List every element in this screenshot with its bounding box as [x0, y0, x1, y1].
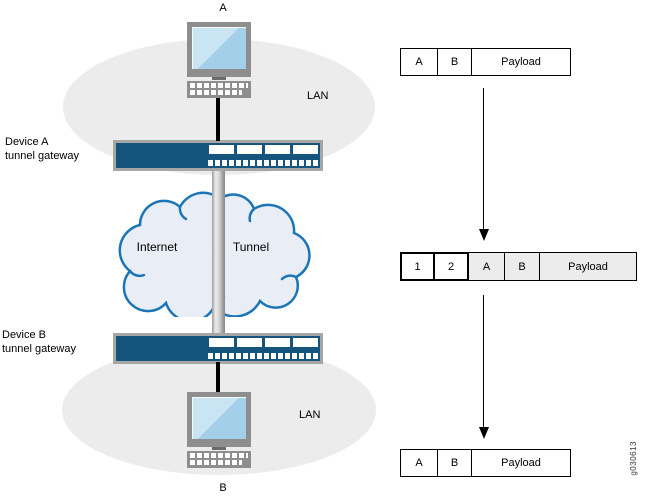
key-row	[190, 83, 248, 88]
device-b-label-line1: Device B	[2, 329, 47, 341]
switch-ports-large	[209, 338, 318, 347]
host-a-computer-icon	[185, 22, 253, 98]
host-a-label: A	[219, 2, 227, 14]
lan-cable-b	[216, 362, 220, 393]
packet-encapsulated: 1 2 A B Payload	[400, 252, 637, 281]
tunnel-pipe	[212, 169, 225, 346]
packet-original-top: A B Payload	[400, 48, 571, 76]
packet-cell: Payload	[471, 449, 571, 477]
host-b-computer-icon	[185, 392, 253, 468]
key-row	[190, 453, 248, 458]
packet-cell: Payload	[539, 252, 637, 281]
down-arrow-encapsulate	[478, 88, 489, 241]
host-b-label: B	[219, 482, 227, 494]
packet-cell: Payload	[471, 48, 571, 76]
device-b-label: Device B tunnel gateway	[2, 328, 76, 356]
switch-ports-large	[209, 145, 318, 154]
figure-id: g030613	[629, 441, 638, 476]
packet-cell: A	[400, 48, 438, 76]
packet-cell-new-header: 1	[400, 252, 435, 281]
switch-ports-small	[208, 353, 318, 359]
down-arrow-decapsulate	[478, 295, 489, 439]
screen	[192, 397, 246, 439]
lan-cable-a	[216, 94, 220, 141]
device-a-label-line2: tunnel gateway	[5, 150, 79, 162]
packet-cell: A	[468, 252, 505, 281]
packet-cell: A	[400, 449, 438, 477]
internet-label: Internet	[136, 240, 178, 254]
monitor-stand	[212, 77, 226, 80]
tunnel-label: Tunnel	[232, 240, 270, 254]
device-a-label-line1: Device A	[5, 136, 49, 148]
monitor-icon	[187, 392, 251, 447]
switch-body	[116, 336, 320, 361]
packet-cell: B	[504, 252, 540, 281]
device-a-label: Device A tunnel gateway	[5, 135, 79, 163]
keyboard-icon	[187, 451, 251, 468]
device-b-tunnel-gateway	[113, 333, 323, 364]
packet-cell-new-header: 2	[433, 252, 469, 281]
monitor-icon	[187, 22, 251, 77]
device-b-label-line2: tunnel gateway	[2, 343, 76, 355]
packet-original-bottom: A B Payload	[400, 449, 571, 477]
switch-ports-small	[208, 160, 318, 166]
lan-label-top: LAN	[307, 90, 329, 102]
keyboard-icon	[187, 81, 251, 98]
device-a-tunnel-gateway	[113, 140, 323, 171]
switch-body	[116, 143, 320, 168]
screen	[192, 27, 246, 69]
packet-cell: B	[437, 449, 472, 477]
monitor-stand	[212, 447, 226, 450]
packet-cell: B	[437, 48, 472, 76]
key-row	[190, 90, 242, 95]
key-row	[190, 460, 242, 465]
lan-label-bottom: LAN	[299, 409, 321, 421]
